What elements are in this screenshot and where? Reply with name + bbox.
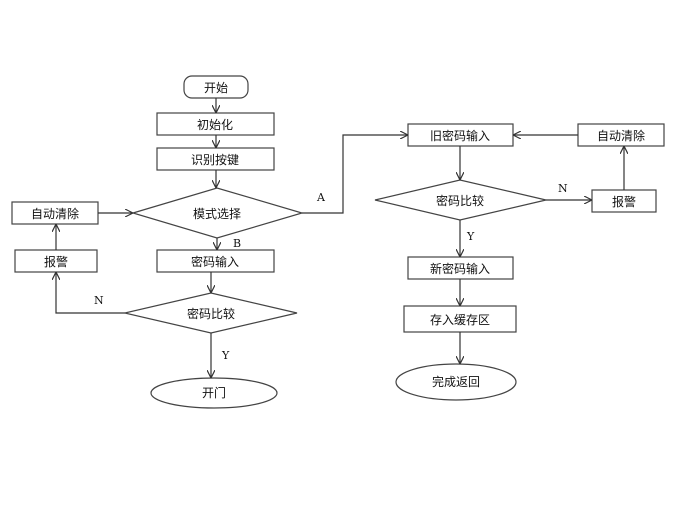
edge-label-mode-a: A (316, 191, 326, 204)
node-open-door: 开门 (150, 377, 278, 409)
node-save-to-cache: 存入缓存区 (403, 305, 517, 333)
edge-label-left-no: N (94, 294, 104, 307)
node-auto-clear-left-label: 自动清除 (31, 206, 79, 221)
node-alarm-left-label: 报警 (44, 254, 68, 269)
node-identify-key: 识别按键 (156, 147, 275, 171)
edge-mode-to-old-password (302, 135, 407, 214)
node-identify-key-label: 识别按键 (191, 153, 239, 167)
node-done-return: 完成返回 (395, 363, 517, 401)
node-auto-clear-left: 自动清除 (11, 201, 99, 225)
node-open-door-label: 开门 (202, 385, 226, 400)
node-init-label: 初始化 (197, 118, 233, 132)
node-auto-clear-right: 自动清除 (577, 123, 665, 147)
node-new-password-input-label: 新密码输入 (430, 261, 490, 276)
node-password-compare-left-label: 密码比较 (187, 306, 235, 321)
edge-compare-to-alarm-left (56, 273, 125, 314)
node-password-compare-left: 密码比较 (124, 292, 298, 334)
node-password-compare-right-label: 密码比较 (436, 193, 484, 208)
node-password-input-label: 密码输入 (191, 254, 239, 269)
node-new-password-input: 新密码输入 (407, 256, 514, 280)
node-mode-select-label: 模式选择 (193, 207, 241, 221)
node-start: 开始 (183, 75, 249, 99)
edge-label-right-no: N (558, 182, 568, 195)
node-password-input: 密码输入 (156, 249, 275, 273)
node-alarm-left: 报警 (14, 249, 98, 273)
node-save-to-cache-label: 存入缓存区 (430, 313, 490, 327)
node-alarm-right: 报警 (591, 189, 657, 213)
node-alarm-right-label: 报警 (612, 194, 636, 209)
node-old-password-input-label: 旧密码输入 (430, 128, 490, 143)
edge-label-left-yes: Y (221, 349, 230, 362)
edge-label-mode-b: B (233, 237, 241, 250)
node-old-password-input: 旧密码输入 (407, 123, 514, 147)
node-done-return-label: 完成返回 (432, 374, 480, 389)
node-init: 初始化 (156, 112, 275, 136)
node-auto-clear-right-label: 自动清除 (597, 128, 645, 143)
node-mode-select: 模式选择 (130, 187, 305, 239)
node-start-label: 开始 (204, 81, 228, 95)
edge-label-right-yes: Y (466, 230, 475, 243)
node-password-compare-right: 密码比较 (374, 179, 547, 221)
